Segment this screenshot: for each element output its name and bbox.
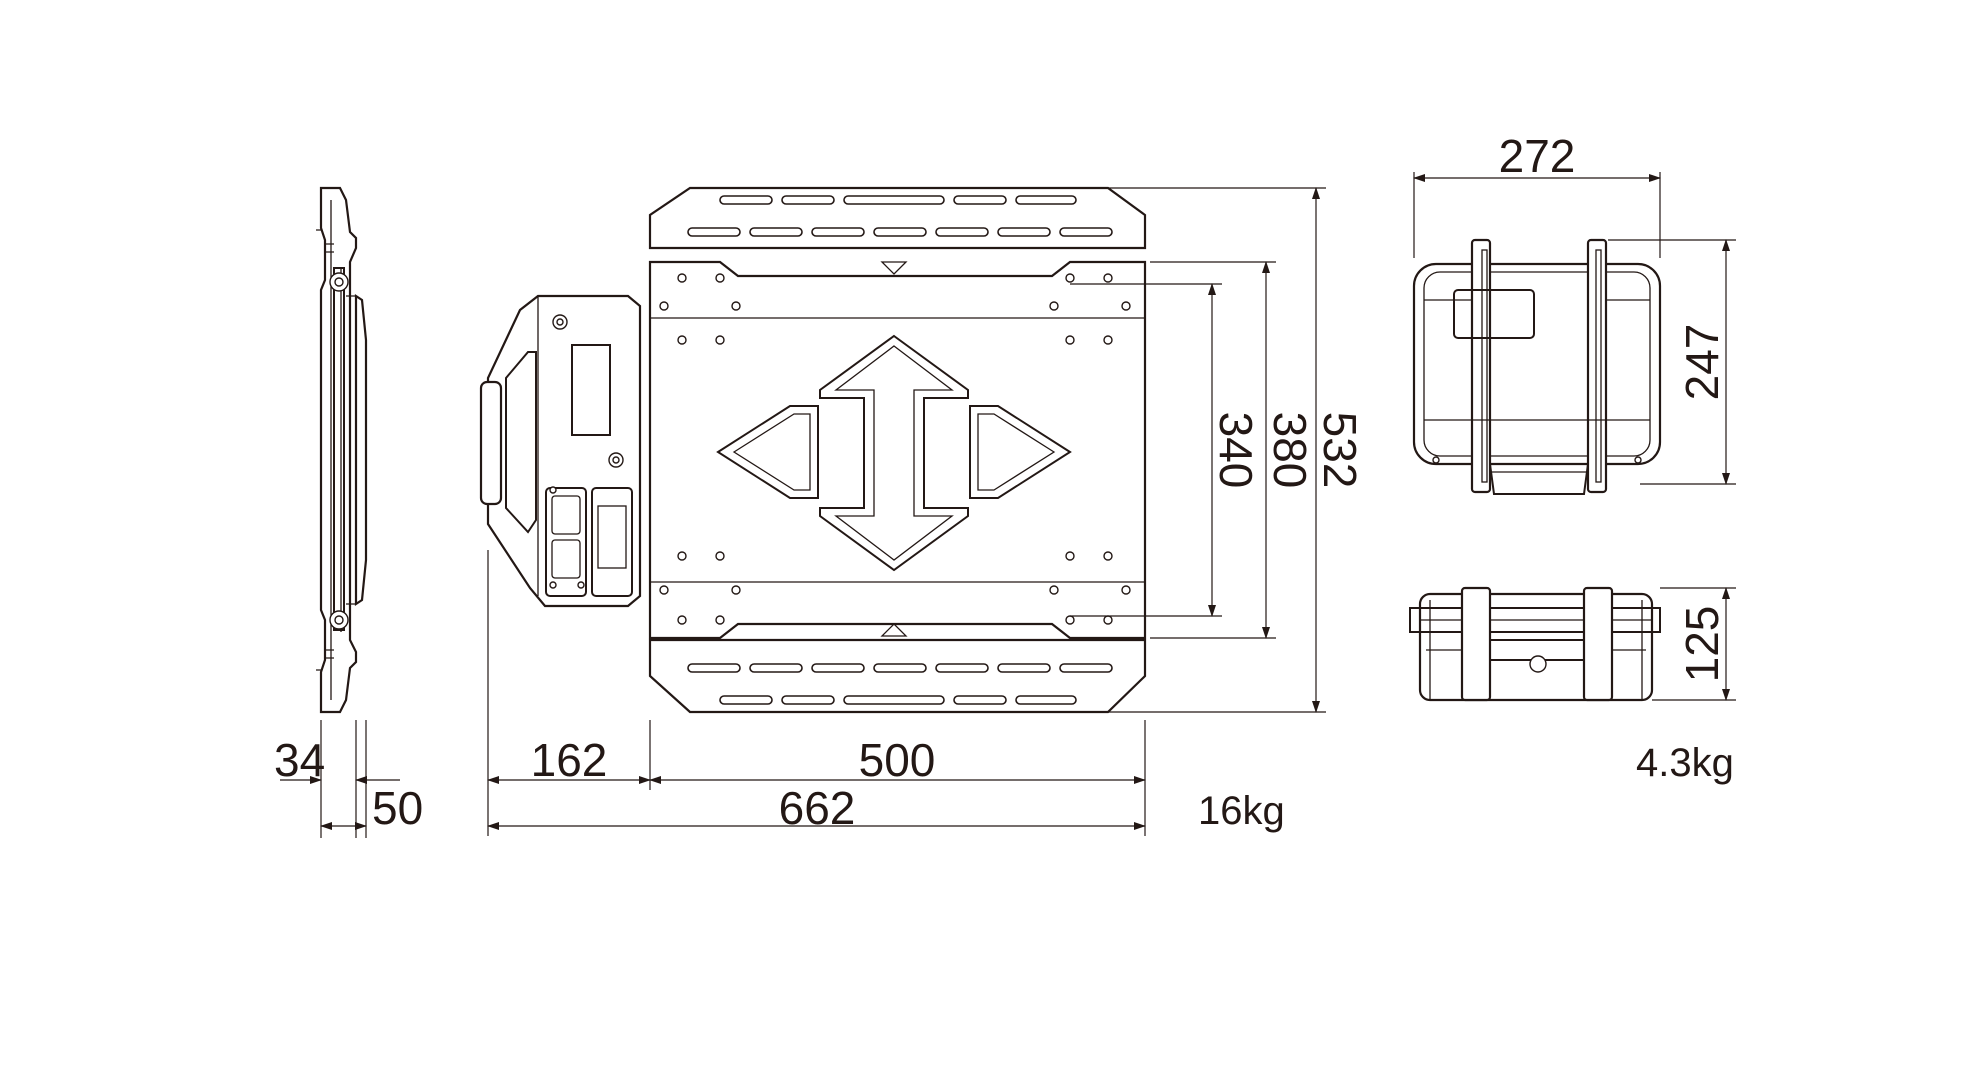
bottom-triangle-mark (880, 623, 908, 637)
left-arrow-mark (716, 405, 819, 499)
dim-plate-length: 500 (859, 734, 936, 786)
dim-plate-width: 380 (1264, 412, 1316, 489)
dim-case-height: 125 (1676, 606, 1728, 683)
weight-scale: 16kg (1198, 789, 1285, 833)
side-view (316, 186, 368, 714)
right-arrow-mark (969, 405, 1072, 499)
connector-panel (545, 487, 587, 597)
dim-case-width: 272 (1499, 130, 1576, 182)
dimension-lines (280, 172, 1736, 838)
dim-side-thickness: 34 (274, 734, 325, 786)
dim-inner-width: 340 (1210, 412, 1262, 489)
plate-holes (659, 273, 1131, 625)
dimension-labels: 34 50 162 500 662 340 380 532 272 247 12… (274, 130, 1728, 834)
indicator-display (571, 344, 611, 436)
dim-case-depth: 247 (1676, 324, 1728, 401)
dim-side-total: 50 (372, 782, 423, 834)
weight-labels: 16kg 4.3kg (1198, 741, 1734, 833)
case-label-plate (1453, 289, 1535, 339)
rail-slots (687, 195, 1113, 705)
handle-body (486, 294, 642, 608)
top-view (479, 186, 1147, 714)
weight-case: 4.3kg (1636, 741, 1734, 785)
top-triangle-mark (880, 261, 908, 275)
dim-overall-length: 662 (779, 782, 856, 834)
case-top-view (1412, 238, 1662, 495)
vertical-arrow-mark (819, 334, 969, 572)
dim-overall-width: 532 (1314, 412, 1366, 489)
dim-handle-length: 162 (531, 734, 608, 786)
case-side-view (1409, 586, 1661, 702)
main-plate (648, 260, 1147, 640)
